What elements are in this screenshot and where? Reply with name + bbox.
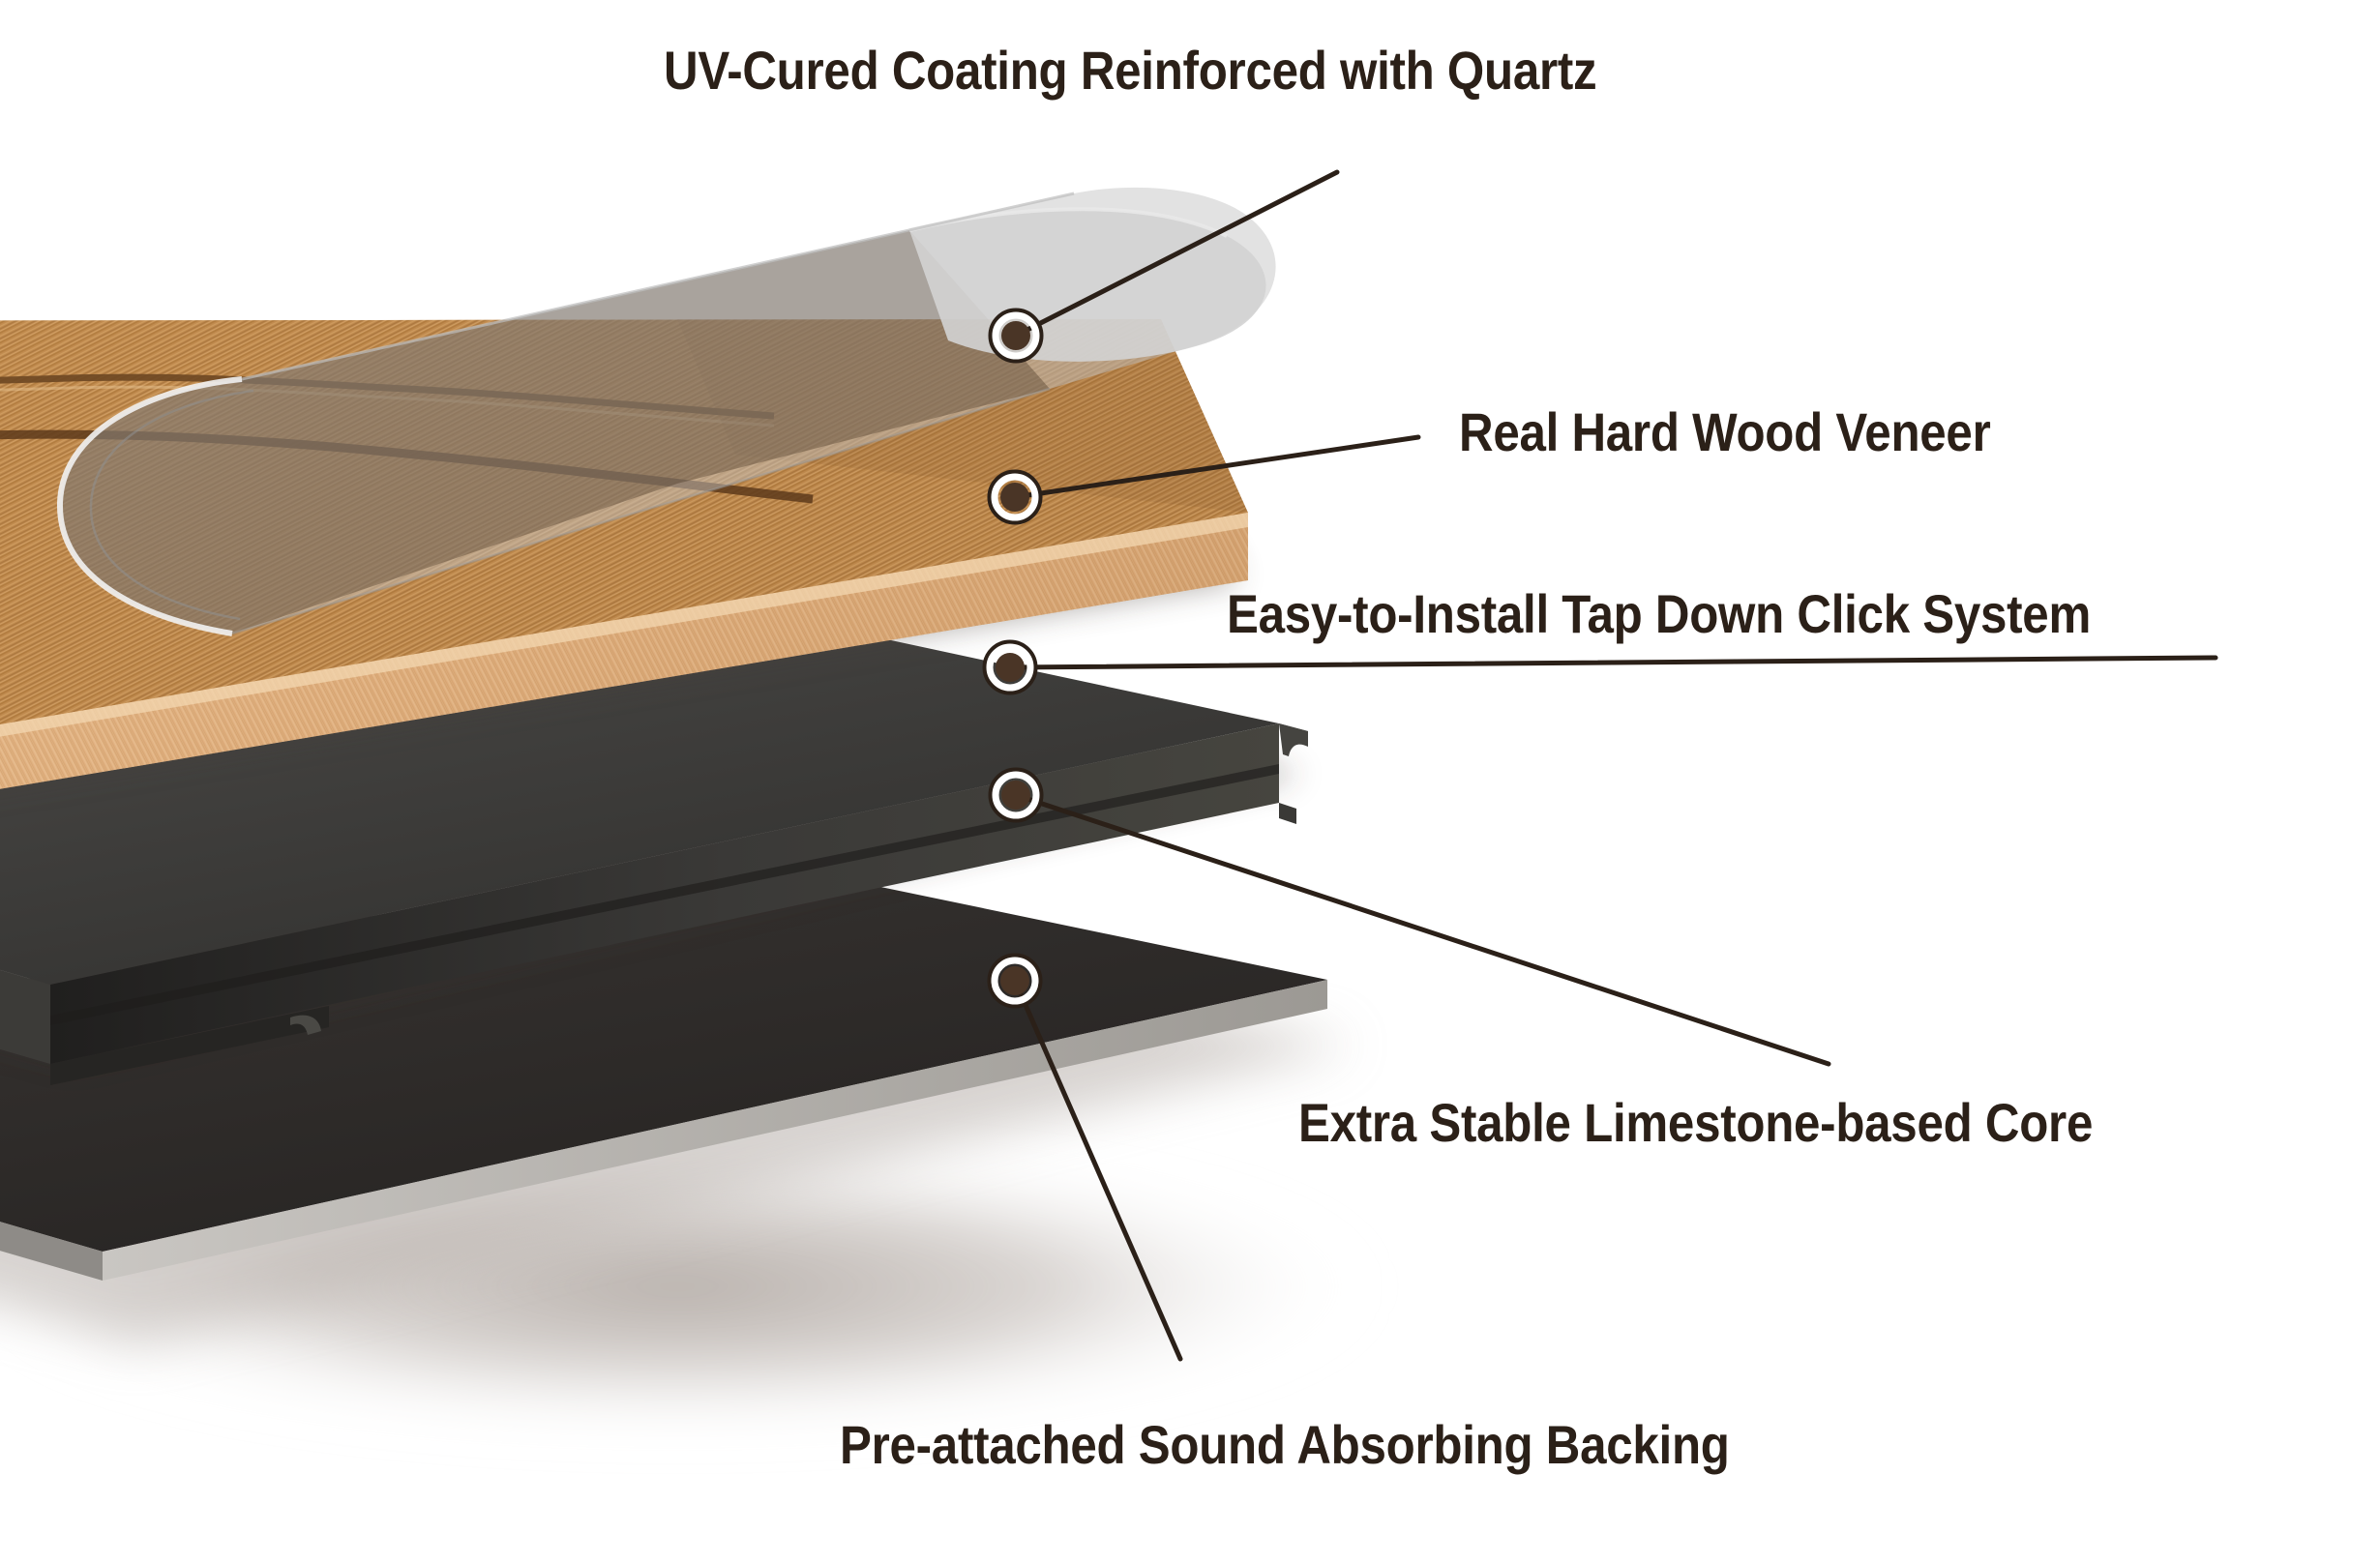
callout-marker-wood-veneer xyxy=(987,469,1043,525)
marker-outer-ring xyxy=(988,767,1044,823)
core-tongue-right xyxy=(1279,803,1296,824)
marker-white-ring xyxy=(992,311,1040,360)
marker-white-ring xyxy=(991,957,1039,1005)
marker-outer-ring xyxy=(982,639,1038,695)
core-groove-line xyxy=(50,764,1279,1025)
backing-left-edge xyxy=(0,1222,103,1281)
marker-white-ring xyxy=(992,771,1040,819)
marker-outer-ring xyxy=(987,469,1043,525)
click-profile-notch xyxy=(1279,723,1308,756)
marker-dot xyxy=(1001,321,1030,350)
core-click-lip xyxy=(290,1015,321,1035)
uv-film-peel-inner xyxy=(89,389,254,621)
leader-line-uv-coating xyxy=(1013,169,1340,339)
uv-film-peel-curl xyxy=(56,376,243,636)
core-left-face xyxy=(0,969,50,1064)
marker-outer-ring xyxy=(988,308,1044,364)
wood-edge-grain xyxy=(0,513,1248,789)
marker-white-ring xyxy=(991,473,1039,521)
marker-white-ring xyxy=(986,643,1034,692)
marker-dot xyxy=(1001,781,1030,810)
marker-dot xyxy=(1000,483,1029,512)
callout-leader-lines xyxy=(1007,169,2218,1362)
callout-label-uv-coating: UV-Cured Coating Reinforced with Quartz xyxy=(664,40,1597,101)
leader-line-wood-veneer xyxy=(1012,434,1421,500)
callout-label-backing: Pre-attached Sound Absorbing Backing xyxy=(840,1414,1730,1475)
callout-marker-core xyxy=(988,767,1044,823)
uv-film-lower-edge xyxy=(231,387,1051,635)
core-tongue-front xyxy=(50,1006,329,1085)
uv-film-tint xyxy=(59,230,1050,634)
leader-line-backing xyxy=(1012,978,1183,1362)
marker-dot xyxy=(1000,966,1029,995)
marker-outer-ring xyxy=(987,953,1043,1009)
leader-line-core xyxy=(1013,792,1831,1067)
uv-film-fold-line xyxy=(241,192,1075,381)
callout-label-core: Extra Stable Limestone-based Core xyxy=(1298,1092,2094,1153)
uv-film-lobe xyxy=(909,209,1266,362)
callout-marker-click-system xyxy=(982,639,1038,695)
wood-edge-highlight xyxy=(0,513,1248,737)
leader-line-click-system xyxy=(1007,655,2218,670)
callout-marker-uv-coating xyxy=(988,308,1044,364)
backing-front-edge xyxy=(103,980,1327,1281)
callout-label-wood-veneer: Real Hard Wood Veneer xyxy=(1459,401,1991,462)
callout-label-click-system: Easy-to-Install Tap Down Click System xyxy=(1227,583,2092,644)
callout-markers xyxy=(982,308,1044,1009)
marker-dot xyxy=(996,653,1025,682)
callout-marker-backing xyxy=(987,953,1043,1009)
